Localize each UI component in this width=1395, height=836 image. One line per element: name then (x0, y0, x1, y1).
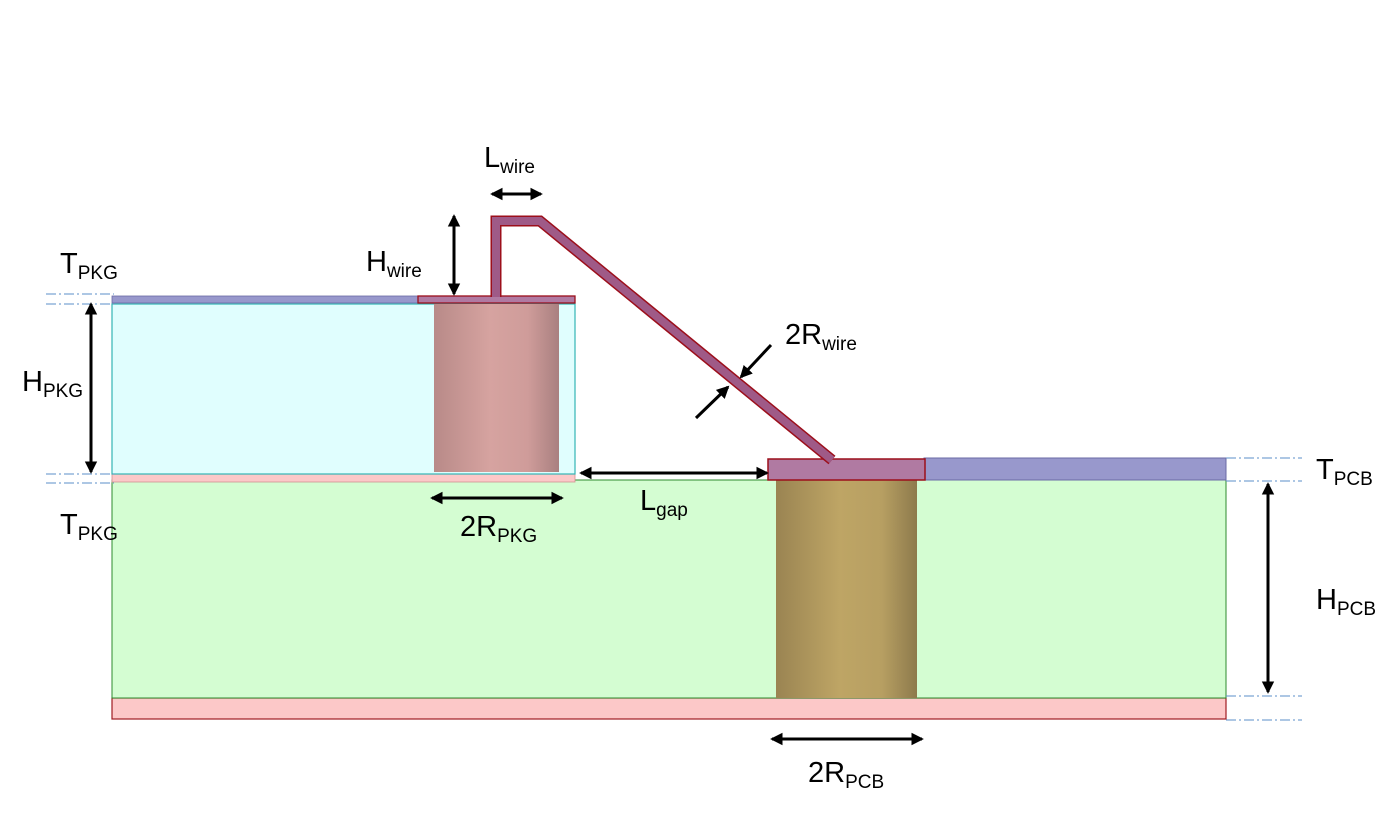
label-2r-pcb: 2RPCB (808, 757, 884, 793)
pcb-landing-pad (767, 458, 926, 481)
label-t-pkg-top: TPKG (60, 248, 118, 284)
package-ground-plane (111, 473, 576, 483)
label-h-wire: Hwire (366, 246, 422, 282)
reference-lines (46, 293, 1302, 721)
package-top-trace (111, 295, 420, 304)
label-l-gap: Lgap (640, 485, 688, 521)
pcb-board (111, 457, 1227, 720)
package-pad (417, 295, 576, 304)
pcb-top-trace (923, 457, 1227, 481)
label-h-pcb: HPCB (1316, 584, 1376, 620)
r-wire-arrow-upper (739, 343, 773, 379)
label-2r-pkg: 2RPKG (460, 511, 537, 547)
package (111, 295, 576, 483)
label-l-wire: Lwire (484, 142, 535, 178)
pcb-ground-plane (111, 697, 1227, 720)
r-wire-arrow-lower (694, 385, 730, 420)
package-via (434, 304, 559, 472)
dimension-arrows (84, 187, 1275, 746)
label-t-pkg-bottom: TPKG (60, 509, 118, 545)
label-h-pkg: HPKG (22, 366, 83, 402)
pcb-via (776, 480, 917, 698)
bond-wire-body (492, 217, 835, 464)
dimension-labels: TPKG HPKG TPKG Hwire Lwire 2Rwire 2RPKG … (22, 142, 1376, 793)
bond-wire (490, 215, 836, 465)
label-2r-wire: 2Rwire (785, 319, 857, 355)
pcb-substrate (111, 479, 1227, 699)
label-t-pcb: TPCB (1316, 454, 1373, 490)
